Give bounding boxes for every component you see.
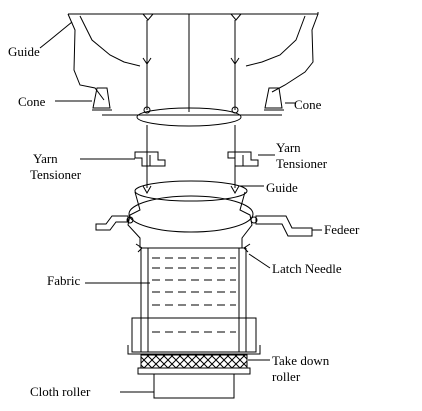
cylinder-shell-left bbox=[127, 191, 141, 248]
bottom-tray bbox=[131, 317, 257, 353]
top-frame bbox=[68, 12, 319, 15]
cone-right-icon bbox=[264, 87, 283, 109]
fabric-lines bbox=[152, 257, 236, 333]
label-cloth-roller: Cloth roller bbox=[30, 384, 91, 399]
middle-guide-ring bbox=[134, 180, 248, 202]
yarn-tensioner-right-icon bbox=[227, 151, 259, 167]
needle-bed-ring bbox=[128, 195, 254, 233]
take-down-roller bbox=[140, 354, 248, 369]
leader-guide-top bbox=[39, 21, 73, 49]
label-yarn-tensioner-right-2: Tensioner bbox=[276, 156, 328, 171]
yarn-arrow-right-top bbox=[230, 57, 240, 65]
guide-eye-left bbox=[143, 106, 151, 114]
top-frame-notch bbox=[142, 13, 242, 21]
yarn-tensioner-left-icon bbox=[134, 151, 166, 167]
label-yarn-tensioner-left-1: Yarn bbox=[33, 151, 58, 166]
top-ring-guide bbox=[136, 107, 242, 127]
label-guide-top: Guide bbox=[8, 44, 40, 59]
cone-left-icon bbox=[92, 87, 111, 109]
feeder-right-icon bbox=[255, 215, 313, 237]
label-yarn-tensioner-right-1: Yarn bbox=[276, 140, 301, 155]
label-yarn-tensioner-left-2: Tensioner bbox=[30, 167, 82, 182]
right-creel-arm bbox=[271, 13, 319, 93]
right-creel-arm-inner bbox=[245, 15, 306, 67]
feeder-left-icon bbox=[95, 215, 129, 231]
label-latch-needle: Latch Needle bbox=[272, 261, 342, 276]
label-cone-right: Cone bbox=[294, 97, 322, 112]
label-take-down-2: roller bbox=[272, 369, 301, 384]
left-creel-arm-inner bbox=[79, 15, 141, 67]
label-fabric: Fabric bbox=[47, 273, 81, 288]
yarn-arrow-left-top bbox=[142, 57, 152, 65]
label-take-down-1: Take down bbox=[272, 353, 330, 368]
label-cone-left: Cone bbox=[18, 94, 46, 109]
label-guide-mid: Guide bbox=[266, 180, 298, 195]
label-feeder: Fedeer bbox=[324, 222, 360, 237]
cloth-roller bbox=[153, 373, 235, 399]
leader-latch-needle bbox=[248, 253, 271, 269]
